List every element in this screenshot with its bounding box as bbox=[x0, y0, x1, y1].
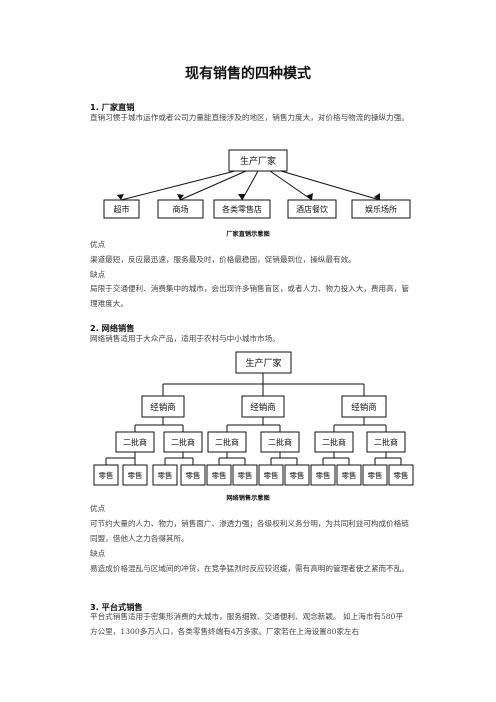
diagram2-retail-label: 零售 bbox=[264, 470, 279, 480]
diagram2-wholesaler-label: 二批商 bbox=[171, 437, 195, 447]
diagram2-retail-label: 零售 bbox=[158, 470, 173, 480]
diagram2-wholesaler-label: 二批商 bbox=[374, 437, 398, 447]
diagram1-child-label: 各类零售店 bbox=[222, 204, 262, 214]
diagram2-wholesaler-label: 二批商 bbox=[215, 437, 239, 447]
pros-text: 渠道最短，反应最迅速，服务最及时，价格最稳固，促销最到位，操纵最有效。 bbox=[90, 255, 356, 264]
diagram2-dealer-label: 经销商 bbox=[351, 402, 377, 413]
diagram1-caption: 厂家直销示意图 bbox=[226, 231, 270, 238]
cons-label: 缺点 bbox=[90, 270, 106, 279]
section-heading-direct-sales: 1. 厂家直销 bbox=[90, 102, 135, 112]
diagram2-wholesaler-label: 二批商 bbox=[322, 437, 346, 447]
diagram2-caption: 网络销售示意图 bbox=[226, 495, 270, 502]
pros-text: 可节约大量的人力、物力，销售面广、渗透力强；各级权利义务分明，为共同利益可构成价… bbox=[90, 519, 409, 543]
diagram2-dealer-label: 经销商 bbox=[250, 402, 276, 413]
diagram2-wholesaler-label: 二批商 bbox=[268, 437, 292, 447]
section-intro-direct-sales: 直销习惯于城市运作或者公司力量能直接涉及的地区，销售力度大，对价格与物流的操纵力… bbox=[90, 113, 409, 122]
page-title: 现有销售的四种模式 bbox=[185, 66, 311, 82]
diagram2-retail-label: 零售 bbox=[394, 470, 409, 480]
diagram2-retail-label: 零售 bbox=[342, 470, 357, 480]
diagram1-child-label: 超市 bbox=[114, 204, 130, 214]
section-heading-network-sales: 2. 网络销售 bbox=[90, 323, 135, 333]
diagram2-root-label: 生产厂家 bbox=[245, 357, 281, 369]
diagram1-child-box bbox=[351, 199, 411, 219]
diagram1-child-label: 酒店餐饮 bbox=[296, 204, 328, 214]
diagram2-retail-label: 零售 bbox=[99, 470, 114, 480]
diagram2-retail-label: 零售 bbox=[238, 470, 253, 480]
diagram2-retail-label: 零售 bbox=[290, 470, 305, 480]
diagram2-dealer-label: 经销商 bbox=[150, 402, 176, 413]
diagram1-root-label: 生产厂家 bbox=[240, 155, 276, 167]
diagram2-retail-label: 零售 bbox=[212, 470, 227, 480]
diagram2-wholesaler-label: 二批商 bbox=[123, 437, 147, 447]
cons-label: 缺点 bbox=[90, 549, 106, 558]
section-intro-network-sales: 网络销售适用于大众产品，适用于农村与中小城市市场。 bbox=[90, 334, 280, 343]
diagram2-retail-label: 零售 bbox=[368, 470, 383, 480]
diagram1-child-label: 娱乐场所 bbox=[365, 204, 397, 214]
diagram2-retail-label: 零售 bbox=[128, 470, 143, 480]
cons-text: 局限于交通便利、消费集中的城市，会出现许多销售盲区，或者人力、物力投入大，费用高… bbox=[90, 284, 409, 308]
section-intro-platform-sales: 平台式销售适用于密集形消费的大城市，服务细致、交通便利、观念新颖。 如上海市有5… bbox=[90, 612, 404, 636]
diagram1-child-label: 商场 bbox=[173, 204, 189, 214]
pros-label: 优点 bbox=[90, 240, 106, 249]
diagram2-retail-label: 零售 bbox=[316, 470, 331, 480]
section-heading-platform-sales: 3. 平台式销售 bbox=[90, 602, 143, 612]
pros-label: 优点 bbox=[90, 504, 106, 513]
cons-text: 易造成价格混乱与区域间的冲货，在竞争猛烈时反应较迟缓，需有高明的管理者使之紧而不… bbox=[90, 564, 409, 573]
diagram2-retail-label: 零售 bbox=[186, 470, 201, 480]
